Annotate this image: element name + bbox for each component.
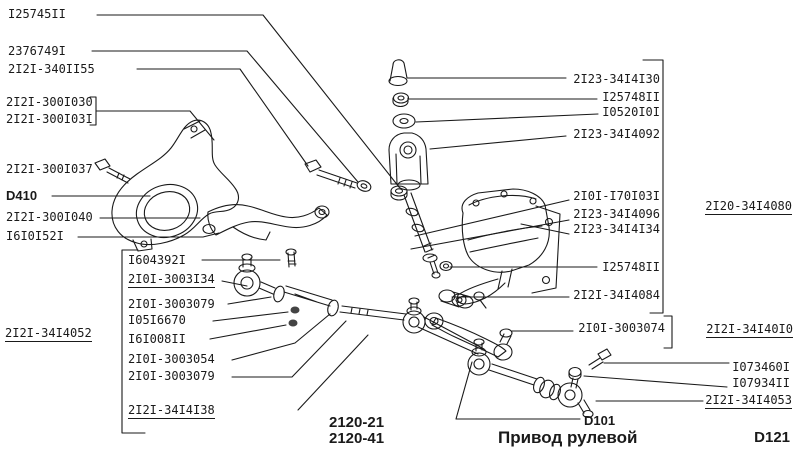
- center-link-idler-drawing: [402, 289, 513, 361]
- steering-knuckle-drawing: [111, 119, 240, 252]
- part-link-2121-3414010[interactable]: 2I2I-34I40I0: [706, 322, 793, 338]
- part-link-2120-3414080[interactable]: 2I20-34I4080: [705, 199, 792, 215]
- steering-arm-drawing: [202, 204, 330, 241]
- callout-2101-1701031: 2I0I-I70I03I: [573, 189, 660, 203]
- callout-d410: D410: [6, 188, 38, 203]
- page-code-d121: D121: [754, 429, 790, 446]
- callout-10520101: I0520I0I: [602, 105, 660, 119]
- leader-lines-middle: [121, 249, 369, 434]
- callout-2101-3003079-2: 2I0I-3003079: [128, 369, 215, 383]
- callout-2123-3414134: 2I23-34I4I34: [573, 222, 660, 236]
- part-link-2101-3003134[interactable]: 2I0I-3003I34: [128, 272, 215, 288]
- tie-rod-right-drawing: [467, 338, 612, 419]
- callout-2121-3401155: 2I2I-340II55: [8, 62, 95, 76]
- callout-2123-3414092: 2I23-34I4092: [573, 127, 660, 141]
- leader-lines-right: [406, 59, 730, 420]
- callout-23767491: 2376749I: [8, 44, 66, 58]
- callout-16101521: I6I0I52I: [6, 229, 64, 243]
- callout-2123-3414096: 2I23-34I4096: [573, 207, 660, 221]
- callout-2121-3001030: 2I2I-300I030: [6, 95, 93, 109]
- callout-2121-3001037: 2I2I-300I037: [6, 162, 93, 176]
- model-code-2: 2120-41: [329, 430, 385, 447]
- callout-12574811-1: I25748II: [602, 90, 660, 104]
- callout-12574811-2: I25748II: [602, 260, 660, 274]
- callout-2121-3001031: 2I2I-300I03I: [6, 112, 93, 126]
- callout-16043921: I604392I: [128, 253, 186, 267]
- leader-lines-left: [51, 14, 400, 238]
- idler-bracket-shaft-drawing: [388, 132, 441, 279]
- callout-12574511: I25745II: [8, 7, 66, 21]
- callout-10516670: I05I6670: [128, 313, 186, 327]
- callout-16100811: I6I008II: [128, 332, 186, 346]
- diagram-ref-d101: D101: [584, 413, 616, 428]
- part-link-2121-3414053[interactable]: 2I2I-34I4053: [705, 393, 792, 409]
- part-link-2121-3414052[interactable]: 2I2I-34I4052: [5, 326, 92, 342]
- callout-2123-3414130: 2I23-34I4I30: [573, 72, 660, 86]
- model-code-1: 2120-21: [329, 414, 385, 431]
- boot-nut-washer-drawing: [388, 59, 416, 129]
- callout-2121-3001040: 2I2I-300I040: [6, 210, 93, 224]
- callout-2101-3003054: 2I0I-3003054: [128, 352, 215, 366]
- tie-rod-left-drawing: [233, 248, 407, 327]
- callout-2101-3003074: 2I0I-3003074: [578, 321, 665, 335]
- bolt-drawing-left: [94, 158, 131, 184]
- steering-gear-drawing: [439, 188, 561, 307]
- callout-2101-3003079-1: 2I0I-3003079: [128, 297, 215, 311]
- callout-2121-3414084: 2I2I-34I4084: [573, 288, 660, 302]
- part-link-2121-3414138[interactable]: 2I2I-34I4I38: [128, 403, 215, 419]
- callout-10793411: I07934II: [732, 376, 790, 390]
- callout-10734601: I073460I: [732, 360, 790, 374]
- bolt-washer-nut-drawing: [304, 159, 408, 201]
- page-title: Привод рулевой: [498, 428, 638, 447]
